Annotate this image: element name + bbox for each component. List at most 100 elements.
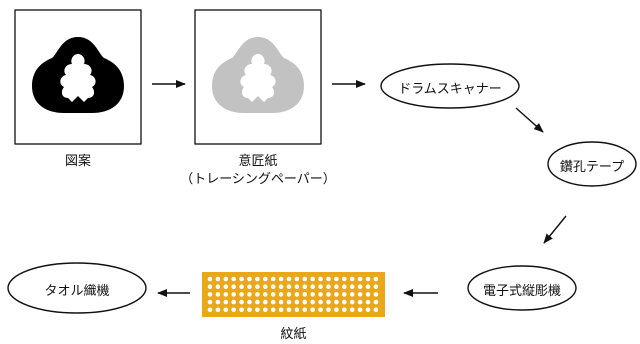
- arrow-tape-to-machine: [543, 215, 567, 244]
- card-hole: [223, 299, 229, 305]
- card-hole: [286, 276, 292, 282]
- card-hole: [239, 284, 244, 290]
- card-hole: [310, 284, 316, 290]
- card-hole: [223, 284, 229, 290]
- card-hole: [373, 276, 379, 282]
- card-hole: [294, 284, 300, 290]
- card-hole: [231, 292, 236, 297]
- card-hole: [278, 307, 284, 313]
- card-hole: [326, 276, 331, 282]
- card-hole: [373, 292, 379, 297]
- card-hole: [270, 307, 276, 313]
- card-hole: [278, 284, 284, 290]
- card-hole: [270, 292, 276, 297]
- punched-tape-node: [547, 141, 637, 187]
- towel-loom-node: [7, 262, 147, 314]
- card-hole: [278, 299, 284, 305]
- pattern-card-label: 紋紙: [280, 327, 307, 342]
- card-hole: [365, 292, 371, 297]
- card-hole: [334, 299, 339, 305]
- card-hole: [342, 284, 347, 290]
- pattern-box: [14, 9, 142, 145]
- card-hole: [357, 307, 363, 313]
- card-hole: [247, 292, 252, 297]
- card-hole: [318, 299, 323, 305]
- pattern-label: 図案: [64, 154, 91, 169]
- card-hole: [294, 307, 300, 313]
- card-hole: [326, 292, 331, 297]
- card-hole: [357, 284, 363, 290]
- card-hole: [326, 307, 331, 313]
- card-hole: [365, 276, 371, 282]
- card-hole: [255, 284, 260, 290]
- card-hole: [365, 307, 371, 313]
- card-hole: [231, 284, 236, 290]
- card-hole: [318, 292, 323, 297]
- card-hole: [334, 307, 339, 313]
- card-hole: [342, 292, 347, 297]
- card-hole: [215, 292, 221, 297]
- card-hole: [255, 299, 260, 305]
- card-hole: [247, 276, 252, 282]
- card-hole: [247, 307, 252, 313]
- card-hole: [334, 292, 339, 297]
- card-hole: [247, 284, 252, 290]
- card-hole: [373, 299, 379, 305]
- card-hole: [334, 276, 339, 282]
- card-hole: [231, 307, 236, 313]
- card-hole: [357, 292, 363, 297]
- card-hole: [302, 307, 308, 313]
- card-hole: [349, 284, 355, 290]
- card-hole: [365, 299, 371, 305]
- card-hole: [255, 307, 260, 313]
- card-hole: [310, 276, 316, 282]
- card-hole: [263, 299, 268, 305]
- card-hole: [231, 276, 236, 282]
- drum-scanner-label: ドラムスキャナー: [398, 82, 502, 97]
- card-hole: [207, 307, 213, 313]
- card-hole: [215, 307, 221, 313]
- card-hole: [349, 276, 355, 282]
- card-hole: [294, 276, 300, 282]
- card-hole: [239, 307, 244, 313]
- card-hole: [302, 284, 308, 290]
- card-hole: [373, 284, 379, 290]
- card-hole: [278, 292, 284, 297]
- card-hole: [326, 284, 331, 290]
- card-hole: [310, 307, 316, 313]
- card-hole: [255, 292, 260, 297]
- tracing-sublabel: （トレーシングペーパー）: [180, 172, 336, 187]
- card-hole: [239, 299, 244, 305]
- card-hole: [223, 276, 229, 282]
- card-hole: [357, 276, 363, 282]
- card-hole: [263, 307, 268, 313]
- tracing-crest-icon: [212, 37, 304, 113]
- card-hole: [357, 299, 363, 305]
- arrow-scanner-to-tape: [515, 107, 544, 133]
- card-hole: [365, 284, 371, 290]
- drum-scanner-node: [380, 63, 520, 109]
- card-hole: [349, 299, 355, 305]
- electronic-machine-label: 電子式縦彫機: [482, 284, 561, 299]
- card-hole: [207, 276, 213, 282]
- card-hole: [207, 284, 213, 290]
- punched-tape-label: 鑽孔テープ: [559, 160, 625, 175]
- card-hole: [270, 276, 276, 282]
- card-hole: [263, 292, 268, 297]
- card-hole: [223, 307, 229, 313]
- electronic-machine-node: [467, 265, 577, 311]
- card-hole: [294, 292, 300, 297]
- card-hole: [349, 292, 355, 297]
- card-hole: [207, 299, 213, 305]
- pattern-card: [202, 272, 385, 317]
- card-hole: [223, 292, 229, 297]
- card-hole: [318, 284, 323, 290]
- card-hole: [286, 292, 292, 297]
- card-hole: [239, 292, 244, 297]
- card-hole: [326, 299, 331, 305]
- towel-loom-label: タオル織機: [44, 284, 110, 299]
- card-hole: [270, 284, 276, 290]
- card-hole: [215, 299, 221, 305]
